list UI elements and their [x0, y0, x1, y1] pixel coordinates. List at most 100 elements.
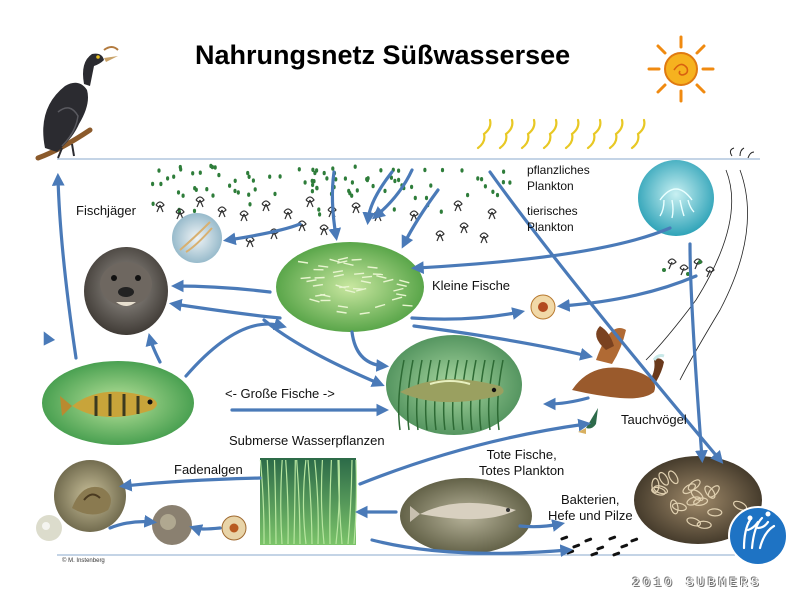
food-web-arrow — [43, 331, 56, 346]
small-organism-image-2 — [152, 505, 192, 545]
phytoplankton-dot — [233, 188, 237, 194]
small-fish-stroke — [351, 258, 362, 261]
small-fish-stroke — [367, 266, 378, 269]
label-phytoplankton-line1: pflanzliches — [527, 163, 590, 177]
food-web-arrow — [370, 538, 574, 558]
phytoplankton-dot — [491, 189, 495, 194]
plant-blade — [347, 459, 353, 545]
phytoplankton-dots — [151, 163, 512, 217]
phytoplankton-dot — [233, 178, 237, 183]
phytoplankton-dot — [213, 165, 217, 170]
food-web-arrow — [118, 476, 262, 492]
food-web-arrow — [410, 307, 526, 321]
bacteria-icon — [630, 537, 639, 543]
food-web-arrow — [556, 274, 698, 312]
phytoplankton-dot — [476, 176, 480, 181]
label-tote-line2: Totes Plankton — [479, 463, 565, 478]
jellyfish-image — [638, 160, 714, 236]
zooplankton-icon — [297, 220, 307, 232]
plant-blade — [293, 459, 296, 545]
small-fish-stroke — [372, 273, 383, 276]
phytoplankton-dot — [423, 167, 427, 173]
mussel-shape — [669, 499, 679, 515]
phytoplankton-dot — [303, 180, 307, 185]
small-fish-stroke — [402, 304, 413, 307]
zooplankton-icon — [245, 236, 255, 248]
phytoplankton-dot — [181, 193, 185, 198]
small-fish-stroke — [345, 289, 356, 294]
mussel-shape — [686, 496, 701, 506]
food-web-arrow — [222, 222, 302, 246]
bacteria-icon — [560, 535, 569, 541]
phytoplankton-dot — [334, 177, 338, 182]
phytoplankton-dot — [268, 174, 272, 179]
small-fish-stroke — [312, 283, 324, 287]
label-bakterien: Bakterien, Hefe und Pilze — [548, 492, 633, 524]
phytoplankton-dot — [379, 168, 383, 173]
phytoplankton-dot — [310, 189, 314, 194]
phytoplankton-dot — [198, 170, 202, 175]
phytoplankton-dot — [194, 187, 198, 192]
phytoplankton-dot — [247, 174, 251, 179]
food-web-arrow — [189, 524, 222, 537]
phytoplankton-dot — [191, 171, 195, 176]
plant-blade — [302, 459, 307, 545]
label-submerse: Submerse Wasserpflanzen — [229, 433, 385, 448]
small-fish-stroke — [354, 272, 365, 275]
label-phytoplankton-line2: Plankton — [527, 179, 574, 193]
phytoplankton-dot — [698, 260, 702, 264]
duck-dive-line-2 — [679, 169, 748, 381]
food-web-arrow — [401, 188, 440, 249]
small-fish-stroke — [337, 260, 348, 264]
small-fish-stroke — [376, 275, 387, 279]
otter-icon — [100, 262, 152, 306]
otter-image — [84, 247, 168, 335]
phytoplankton-dot — [228, 183, 232, 188]
small-fish-stroke — [383, 278, 394, 283]
label-grosse-fische: <- Große Fische -> — [225, 386, 335, 401]
phytoplankton-dot — [236, 190, 240, 195]
small-organism-image-1 — [36, 515, 62, 541]
phytoplankton-dot — [508, 180, 512, 185]
food-web-arrow — [168, 298, 282, 320]
perch-image — [42, 361, 194, 445]
phytoplankton-dot — [466, 192, 470, 198]
bacteria-icons — [560, 535, 639, 557]
phytoplankton-dot — [310, 178, 314, 184]
label-zooplankton-line1: tierisches — [527, 204, 578, 218]
surface-plankton-decor — [729, 147, 755, 159]
label-tote: Tote Fische, Totes Plankton — [479, 447, 564, 479]
zooplankton-icon — [239, 210, 249, 222]
phytoplankton-dot — [217, 172, 221, 178]
phytoplankton-dot — [315, 186, 319, 191]
plant-blade — [329, 459, 332, 545]
phytoplankton-dot — [410, 184, 414, 190]
label-zooplankton-line2: Plankton — [527, 220, 574, 234]
plant-blade — [296, 459, 301, 545]
plant-blade — [285, 459, 289, 545]
phytoplankton-dot — [246, 170, 250, 176]
food-web-arrow — [170, 279, 272, 294]
diagram-title: Nahrungsnetz Süßwassersee — [195, 40, 571, 70]
phytoplankton-dot — [192, 208, 197, 214]
phytoplankton-dot — [317, 207, 321, 212]
small-fish-stroke — [306, 279, 317, 283]
bacteria-icon — [608, 535, 617, 541]
zooplankton-image — [172, 213, 222, 263]
phytoplankton-dot — [209, 163, 213, 169]
plant-blade — [307, 459, 313, 545]
small-fish-stroke — [396, 293, 407, 297]
food-web-arrow — [358, 418, 592, 486]
small-fish-stroke — [399, 279, 410, 284]
food-web-arrow — [372, 168, 414, 220]
small-fish-stroke — [297, 260, 309, 264]
phytoplankton-dot — [495, 192, 500, 198]
phytoplankton-dot — [350, 193, 354, 198]
zooplankton-icon — [667, 258, 677, 270]
mussel-shape — [687, 479, 701, 491]
small-fish-stroke — [339, 285, 350, 289]
food-web-arrow — [688, 242, 708, 464]
label-bakterien-line1: Bakterien, — [561, 492, 620, 507]
phytoplankton-dot — [440, 167, 445, 173]
